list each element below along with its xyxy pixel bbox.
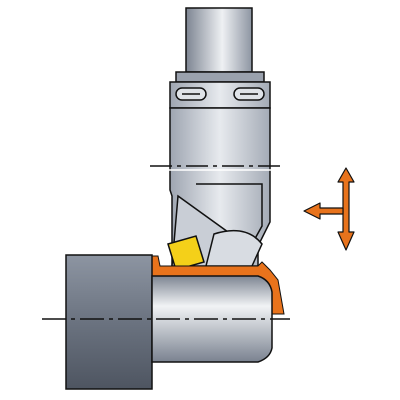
insert-clamp-arc [205, 229, 263, 267]
workpiece-large-diameter [65, 254, 153, 390]
holder-pocket-outline [196, 183, 263, 245]
cutting-insert [167, 235, 205, 271]
feed-arrow-up-down-icon [337, 167, 355, 251]
clamp-block [169, 81, 271, 109]
shank-collar [175, 71, 265, 83]
feed-direction-arrows [303, 167, 355, 251]
clamp-screw-left-icon [175, 87, 207, 101]
cutting-head [167, 194, 263, 271]
clamp-screw-right-icon [233, 87, 265, 101]
workpiece [42, 254, 290, 390]
feed-arrow-left-icon [303, 202, 344, 220]
shank-top [185, 7, 253, 73]
tool-shank [175, 7, 265, 83]
